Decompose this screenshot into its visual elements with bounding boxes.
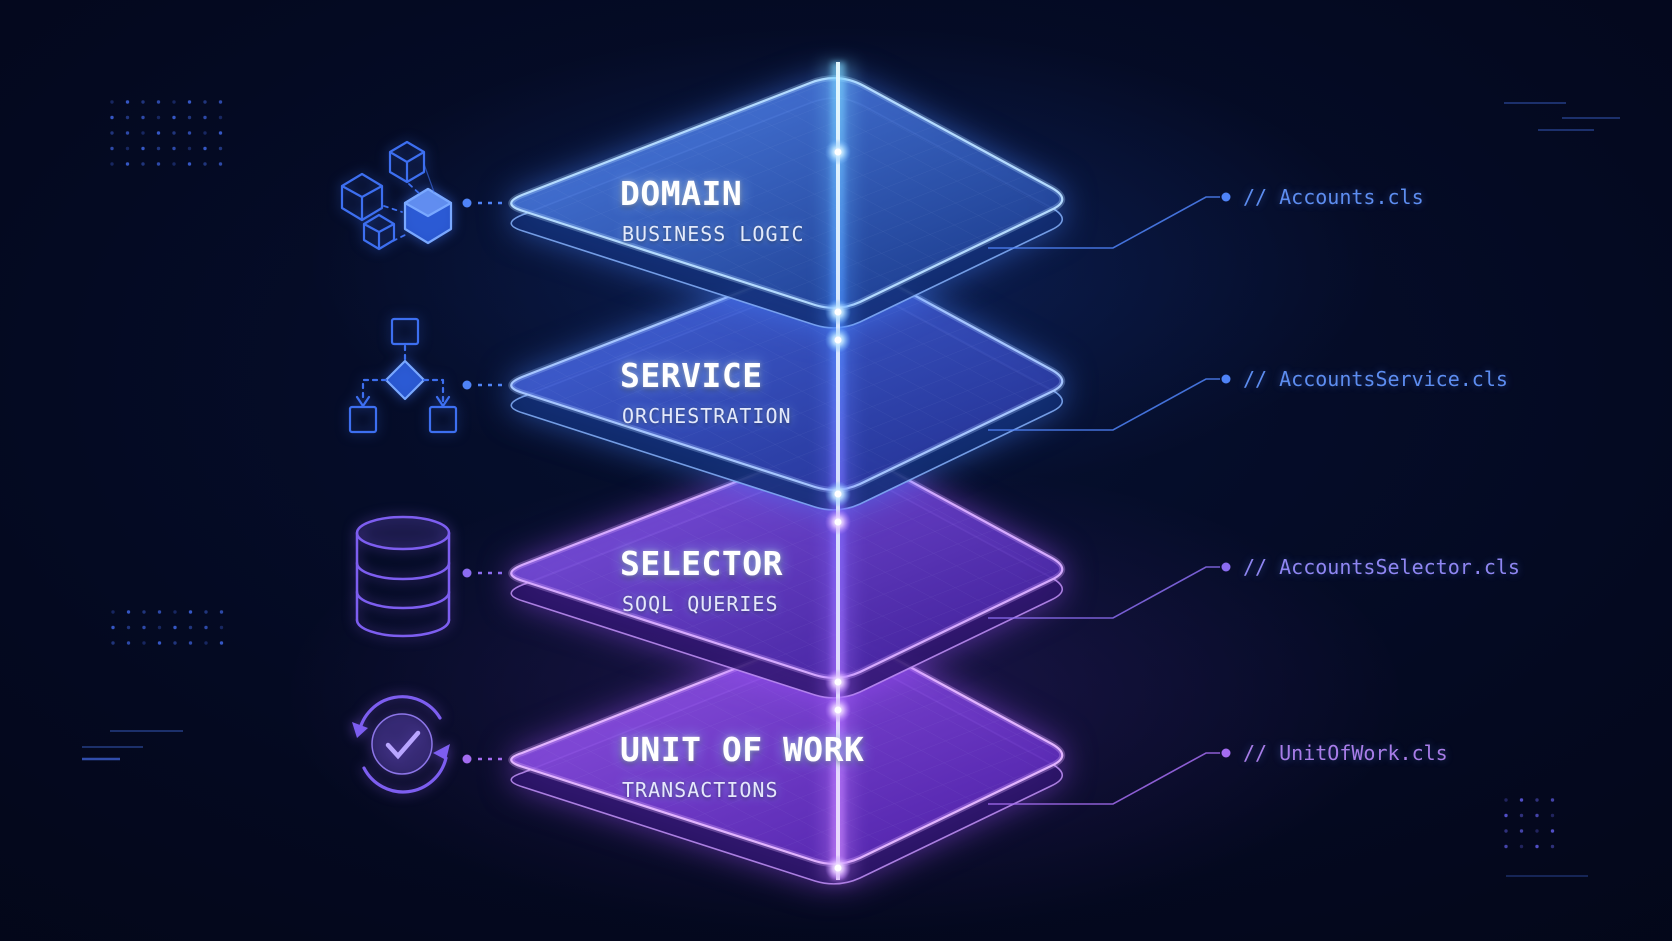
dot-grid-top-left xyxy=(110,100,223,166)
beam-glow-nodes xyxy=(825,139,851,881)
layer-title-domain: DOMAIN xyxy=(620,174,743,213)
glow-node-core xyxy=(834,148,842,156)
code-label-service: // AccountsService.cls xyxy=(1243,367,1508,391)
left-connector-dot xyxy=(462,198,472,208)
glow-node-core xyxy=(834,518,842,526)
layer-subtitle-service: ORCHESTRATION xyxy=(622,404,792,428)
dot-grid-bottom-left xyxy=(111,610,224,645)
layer-plate-unit-of-work xyxy=(508,631,1066,885)
layer-subtitle-unit-of-work: TRANSACTIONS xyxy=(622,778,779,802)
right-connector-line xyxy=(988,566,1220,619)
layer-plate-domain xyxy=(508,75,1066,329)
code-label-domain: // Accounts.cls xyxy=(1243,185,1424,209)
glow-node-core xyxy=(834,864,842,872)
database-icon xyxy=(355,515,451,638)
right-connector-line xyxy=(988,378,1220,431)
layer-title-selector: SELECTOR xyxy=(620,544,783,583)
flowchart-icon xyxy=(348,317,458,434)
right-connector-dot xyxy=(1221,374,1231,384)
layer-title-unit-of-work: UNIT OF WORK xyxy=(620,730,865,769)
layer-title-service: SERVICE xyxy=(620,356,763,395)
left-connector-dot xyxy=(462,380,472,390)
right-connector-dot xyxy=(1221,748,1231,758)
decor-lines-bottom-left xyxy=(82,730,183,761)
layer-plate-selector xyxy=(508,445,1066,699)
layer-plate-service xyxy=(508,257,1066,511)
dot-grid-bottom-right xyxy=(1504,798,1555,849)
right-connector-line xyxy=(988,752,1220,805)
decor-lines-top-right xyxy=(1504,102,1620,131)
left-connector-dot xyxy=(462,754,472,764)
glow-node-core xyxy=(834,336,842,344)
code-label-selector: // AccountsSelector.cls xyxy=(1243,555,1520,579)
glow-node-core xyxy=(834,678,842,686)
layer-subtitle-selector: SOQL QUERIES xyxy=(622,592,779,616)
right-connector-dot xyxy=(1221,562,1231,572)
layer-subtitle-domain: BUSINESS LOGIC xyxy=(622,222,805,246)
left-connectors xyxy=(462,198,503,764)
blocks-icon xyxy=(340,140,453,251)
right-connector-dot xyxy=(1221,192,1231,202)
glow-node-core xyxy=(834,308,842,316)
right-connector-line xyxy=(988,196,1220,249)
right-connectors xyxy=(988,192,1231,805)
cycle-check-icon xyxy=(352,695,450,794)
glow-node-core xyxy=(834,490,842,498)
left-connector-dot xyxy=(462,568,472,578)
glow-node-core xyxy=(834,706,842,714)
code-label-unit-of-work: // UnitOfWork.cls xyxy=(1243,741,1448,765)
